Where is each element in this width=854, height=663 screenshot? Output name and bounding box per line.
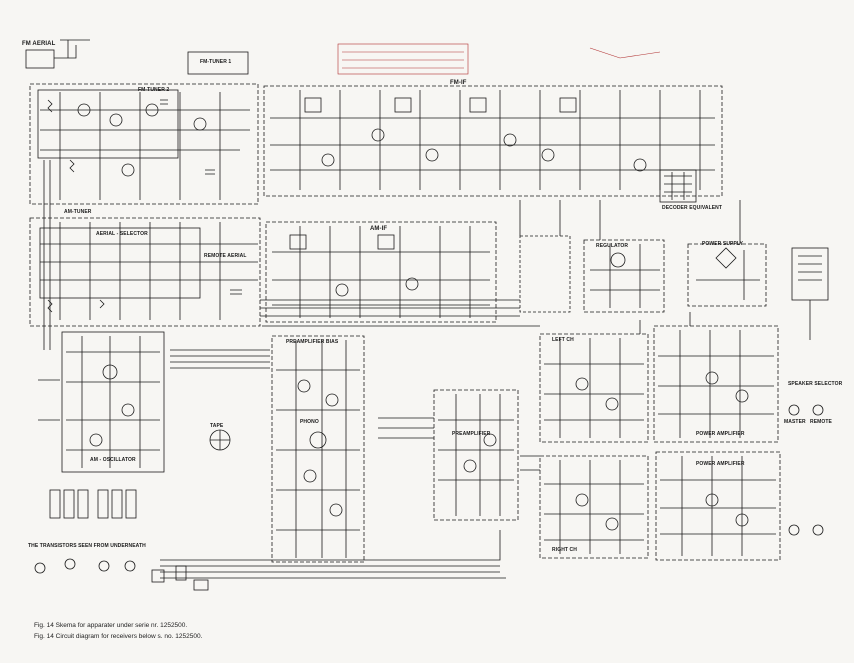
- label-master: MASTER: [784, 419, 806, 425]
- label-fm-tuner-1: FM-TUNER 1: [200, 59, 232, 65]
- label-remote-aerial: REMOTE AERIAL: [204, 253, 247, 259]
- label-am-if: AM-IF: [370, 226, 388, 232]
- label-decoder-equivalent: DECODER EQUIVALENT: [662, 205, 723, 211]
- label-power-supply: POWER SUPPLY: [702, 241, 744, 247]
- label-am-tuner: AM-TUNER: [64, 209, 92, 215]
- caption-fig14-circuit: Fig. 14 Circuit diagram for receivers be…: [34, 633, 203, 640]
- label-left-ch: LEFT CH: [552, 337, 574, 343]
- label-aerial-selector: AERIAL - SELECTOR: [96, 231, 148, 237]
- label-right-ch: RIGHT CH: [552, 547, 577, 553]
- label-am-oscillator: AM - OSCILLATOR: [90, 457, 136, 463]
- label-preamplifier: PREAMPLIFIER: [452, 431, 491, 437]
- legend-transistors-seen: THE TRANSISTORS SEEN FROM UNDERNEATH: [28, 543, 146, 549]
- label-fm-if: FM-IF: [450, 80, 467, 86]
- label-speaker-selector: SPEAKER SELECTOR: [788, 381, 843, 387]
- label-power-amplifier-2: POWER AMPLIFIER: [696, 461, 745, 467]
- label-remote: REMOTE: [810, 419, 832, 425]
- label-phono: PHONO: [300, 419, 319, 425]
- label-regulator: REGULATOR: [596, 243, 629, 249]
- label-preamplifier-bias: PREAMPLIFIER BIAS: [286, 339, 339, 345]
- caption-fig14-skema: Fig. 14 Skema for apparater under serie …: [34, 622, 188, 629]
- label-fm-tuner-2: FM-TUNER 2: [138, 87, 170, 93]
- label-fm-aerial: FM AERIAL: [22, 41, 56, 47]
- label-tape: TAPE: [210, 423, 224, 429]
- label-power-amplifier-1: POWER AMPLIFIER: [696, 431, 745, 437]
